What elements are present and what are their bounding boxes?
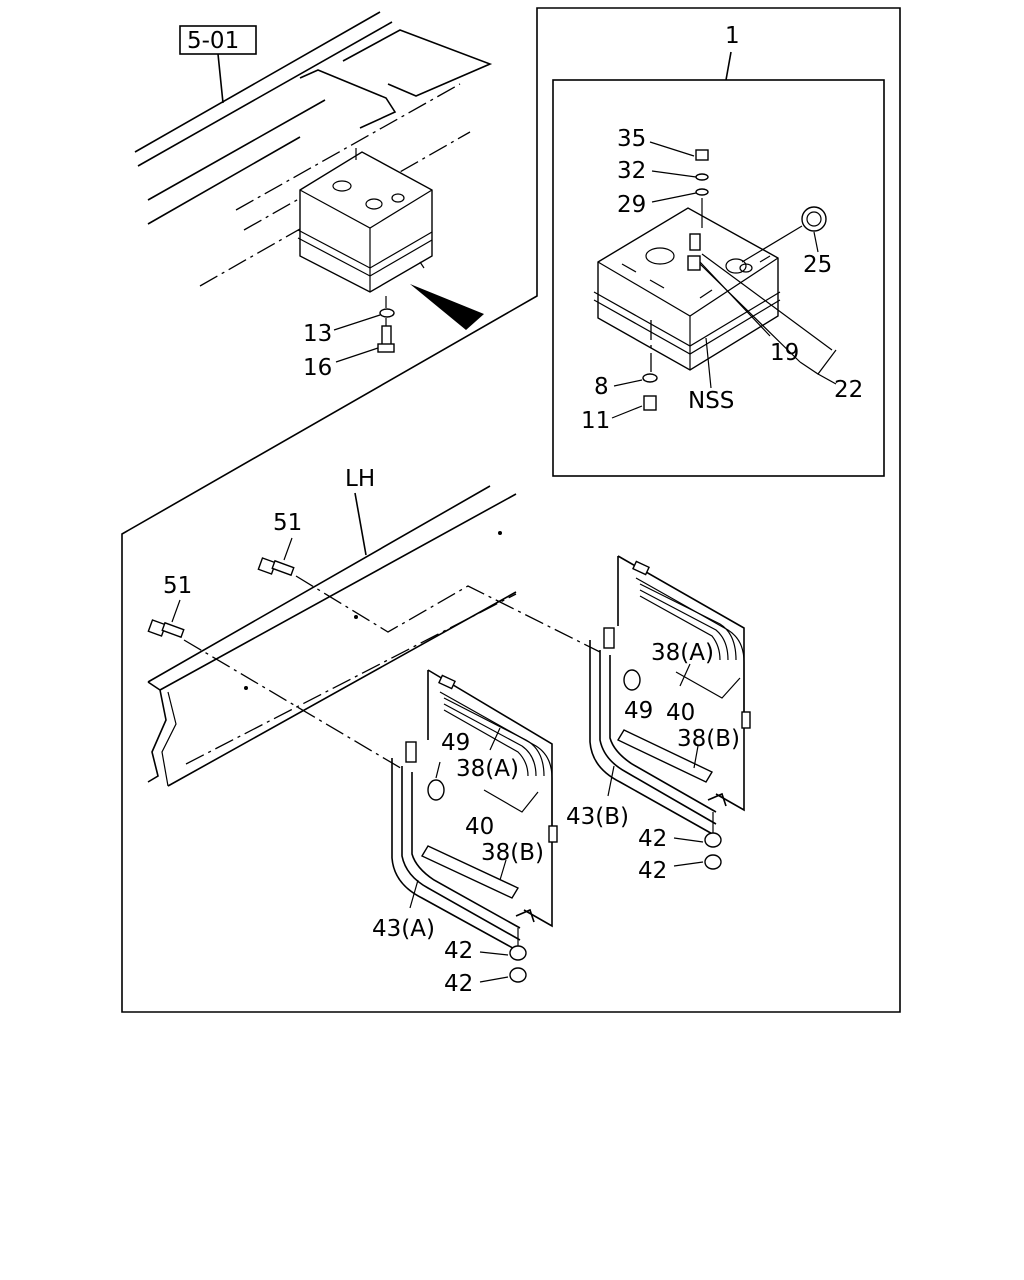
callout-42-left-lower: 42	[444, 971, 473, 997]
callout-1: 1	[725, 23, 740, 49]
callout-22: 22	[834, 377, 863, 403]
callout-35: 35	[617, 126, 646, 152]
callout-43b: 43(B)	[566, 804, 629, 830]
callout-lh: LH	[345, 466, 375, 492]
fuel-tank-detail: 1 25 35 32 29	[581, 23, 863, 434]
callout-13: 13	[303, 321, 332, 347]
vehicle-frame-overview: 5-01 13 16	[134, 11, 493, 381]
callout-29: 29	[617, 192, 646, 218]
callout-25: 25	[803, 252, 832, 278]
callout-42-right-upper: 42	[638, 826, 667, 852]
bracket-43b	[589, 555, 751, 837]
callout-43a: 43(A)	[372, 916, 435, 942]
callout-40-right: 40	[666, 700, 695, 726]
bracket-assembly: LH 51 51	[147, 466, 751, 997]
callout-8: 8	[594, 374, 609, 400]
callout-51-lower: 51	[163, 573, 192, 599]
frame-rail	[147, 485, 517, 787]
callout-nss: NSS	[688, 388, 734, 414]
callout-40-left: 40	[465, 814, 494, 840]
callout-16: 16	[303, 355, 332, 381]
bolt-51-lower: 51	[147, 573, 192, 639]
callout-49-left: 49	[441, 730, 470, 756]
callout-38b-right: 38(B)	[677, 726, 740, 752]
bracket-43a	[391, 669, 558, 953]
bolt-51-upper: 51	[257, 510, 302, 577]
filler-cap	[801, 206, 827, 232]
callout-38a-left: 38(A)	[456, 756, 519, 782]
fuel-tank-overview	[299, 151, 433, 293]
callout-51-upper: 51	[273, 510, 302, 536]
callout-38a-right: 38(A)	[651, 640, 714, 666]
fuel-tank	[597, 207, 779, 371]
main-frame	[121, 7, 901, 1013]
callout-42-right-lower: 42	[638, 858, 667, 884]
reference-box-label: 5-01	[187, 28, 239, 54]
tank-detail-frame	[552, 79, 885, 477]
callout-42-left-upper: 42	[444, 938, 473, 964]
callout-11: 11	[581, 408, 610, 434]
callout-38b-left: 38(B)	[481, 840, 544, 866]
callout-19: 19	[770, 340, 799, 366]
callout-32: 32	[617, 158, 646, 184]
callout-49-right: 49	[624, 698, 653, 724]
